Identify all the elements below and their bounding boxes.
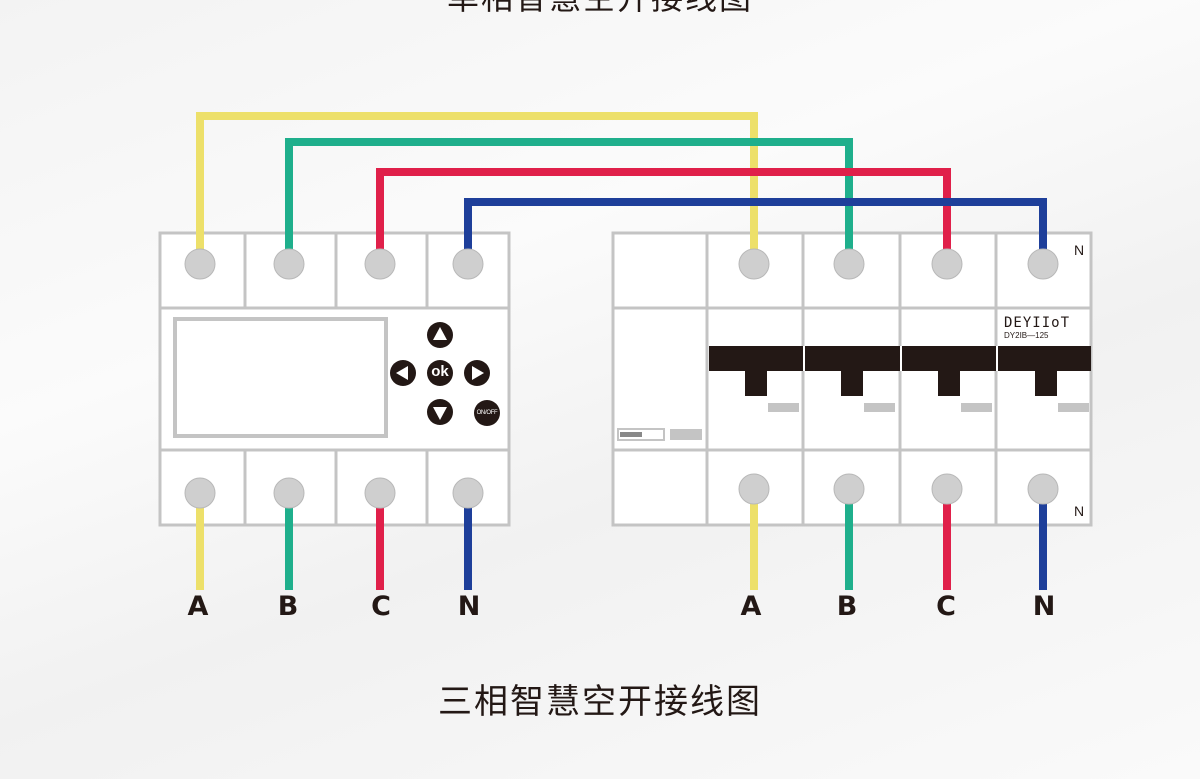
breaker-phase-label-b: B [836, 591, 858, 622]
down-arrow-icon[interactable] [427, 399, 453, 425]
breaker-indicator-window [617, 428, 665, 441]
breaker-brand: DEYIIoT [1004, 315, 1071, 331]
terminals [184, 248, 1059, 509]
meter-phase-label-a: A [187, 591, 209, 622]
meter-terminal-bottom-a [184, 477, 216, 509]
breaker-terminal-top-n [1027, 248, 1059, 280]
meter-keypad [390, 322, 490, 425]
meter-terminal-top-b [273, 248, 305, 280]
breaker-terminal-bottom-b [833, 473, 865, 505]
wire-c-link [376, 168, 951, 264]
breaker-phase-label-n: N [1032, 591, 1056, 622]
smart-meter [158, 231, 511, 527]
meter-phase-label-c: C [371, 591, 391, 622]
meter-terminal-top-c [364, 248, 396, 280]
breaker-terminal-top-b [833, 248, 865, 280]
meter-terminal-top-n [452, 248, 484, 280]
right-arrow-icon[interactable] [464, 360, 490, 386]
neutral-mark-bottom: N [1074, 503, 1085, 519]
breaker-model: DY2IB—125 [1004, 331, 1049, 340]
neutral-mark-top: N [1074, 242, 1085, 258]
indicator-tab [670, 429, 702, 440]
breaker-terminal-bottom-a [738, 473, 770, 505]
wire-a-link [196, 112, 758, 264]
breaker-phase-label-a: A [740, 591, 762, 622]
meter-terminal-bottom-c [364, 477, 396, 509]
meter-phase-label-n: N [457, 591, 481, 622]
breaker-terminal-bottom-c [931, 473, 963, 505]
meter-phase-label-b: B [277, 591, 299, 622]
meter-terminal-bottom-n [452, 477, 484, 509]
bottom-heading: 三相智慧空开接线图 [438, 682, 762, 722]
meter-terminal-bottom-b [273, 477, 305, 509]
wire-n-link [464, 198, 1047, 264]
power-button[interactable]: ON/OFF [474, 400, 500, 426]
breaker-terminal-bottom-n [1027, 473, 1059, 505]
breaker-terminal-top-a [738, 248, 770, 280]
left-arrow-icon[interactable] [390, 360, 416, 386]
wires [196, 112, 1047, 590]
breaker-phase-label-c: C [936, 591, 956, 622]
top-heading: 单相智慧空开接线图 [0, 0, 1200, 18]
ok-button[interactable]: ok [427, 360, 453, 386]
indicator-fill [620, 432, 642, 437]
meter-display [173, 317, 388, 438]
up-arrow-icon[interactable] [427, 322, 453, 348]
breaker-terminal-top-c [931, 248, 963, 280]
breaker-handles [709, 346, 1091, 412]
meter-terminal-top-a [184, 248, 216, 280]
